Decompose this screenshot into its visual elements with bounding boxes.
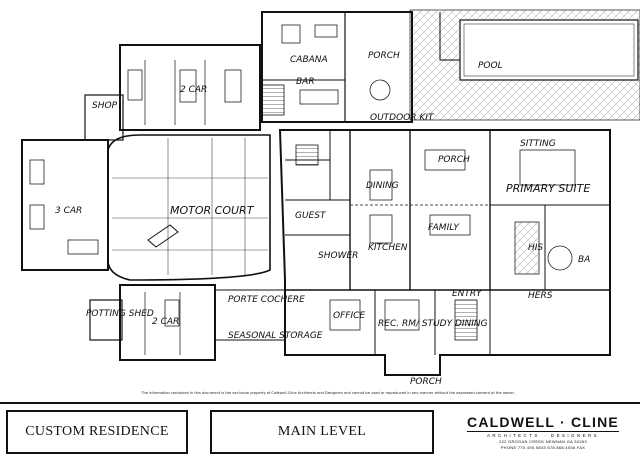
room-car-left: 3 CAR [55,206,82,216]
furniture [29,24,576,331]
room-porch-mid: PORCH [438,155,470,165]
firm-name: CALDWELL · CLINE [467,414,619,432]
room-sitting: SITTING [520,139,556,149]
room-cabana: CABANA [290,55,328,65]
room-office: OFFICE [333,311,365,321]
room-bar: BAR [296,77,315,87]
sheet-title: MAIN LEVEL [210,410,434,454]
firm-logo: CALDWELL · CLINE ARCHITECTS · DESIGNERS … [452,410,634,454]
room-kitchen: KITCHEN [368,243,408,253]
room-labels: POOL CABANA PORCH 2 CAR BAR OUTDOOR KIT … [55,51,590,387]
floor-plan: POOL CABANA PORCH 2 CAR BAR OUTDOOR KIT … [21,9,640,387]
room-porch-top: PORCH [368,51,400,61]
room-guest: GUEST [295,211,327,221]
room-his: HIS [528,243,543,253]
room-primary-suite: PRIMARY SUITE [506,182,590,195]
room-porte-cochere: PORTE COCHERE [228,295,305,305]
walls [21,11,611,376]
room-dining: DINING [366,181,399,191]
room-motor-court: MOTOR COURT [170,204,255,217]
disclaimer-text: The information contained in this docume… [141,391,515,395]
motor-court-grid [112,138,268,275]
room-rec-rm: REC. RM/ STUDY DINING [378,319,488,329]
room-pool: POOL [478,61,503,71]
room-porch-bottom: PORCH [410,377,442,387]
firm-address: 222 GROGAN CREEK NEWNAN GA 30263 [499,439,587,444]
project-title: CUSTOM RESIDENCE [6,410,188,454]
room-entry: ENTRY [452,289,483,299]
room-shower: SHOWER [318,251,358,261]
room-shop: SHOP [92,101,118,111]
room-car-bottom: 2 CAR [152,317,179,327]
room-potting-shed: POTTING SHED [86,309,154,319]
room-seasonal-storage: SEASONAL STORAGE [228,331,323,341]
room-family: FAMILY [428,223,460,233]
pool-deck [409,9,640,121]
room-bath: BA [578,255,590,265]
title-block: CUSTOM RESIDENCE MAIN LEVEL CALDWELL · C… [0,402,640,462]
stairs [261,84,478,341]
firm-phone: PHONE 770.495.5843 678.868.4058 FAX [500,445,586,450]
room-outdoor-kit: OUTDOOR KIT [370,113,435,123]
room-car-top: 2 CAR [180,85,207,95]
firm-tagline: ARCHITECTS · DESIGNERS [486,433,600,438]
room-hers: HERS [528,291,553,301]
